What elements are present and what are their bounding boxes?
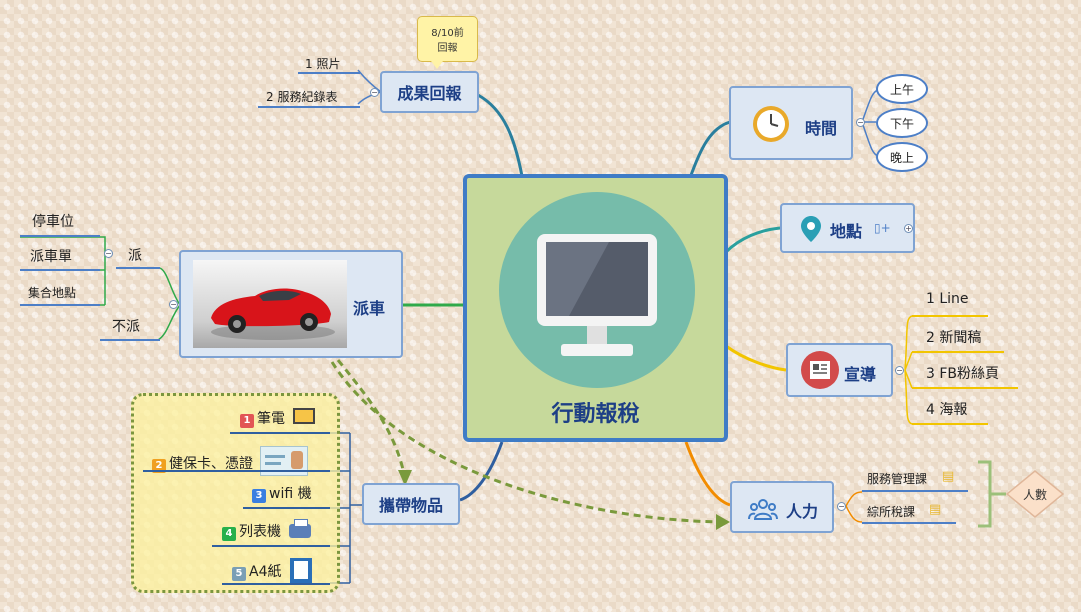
note-icon: ▤ [929, 502, 942, 517]
central-topic[interactable]: 行動報稅 [463, 174, 728, 442]
results-collapse-toggle[interactable]: − [370, 88, 379, 97]
carry-item-4-label: 列表機 [239, 524, 281, 540]
central-icon-circle [499, 192, 695, 388]
topic-results-label: 成果回報 [397, 84, 462, 103]
manpower-collapse-toggle[interactable]: − [837, 502, 846, 511]
clock-icon [753, 106, 789, 142]
dispatch-yes-item-1[interactable]: 停車位 [32, 214, 74, 230]
central-title: 行動報稅 [551, 402, 640, 427]
carry-item-2-label: 健保卡、憑證 [169, 456, 253, 472]
paper-icon [289, 558, 312, 584]
publicity-item-4[interactable]: 4 海報 [926, 402, 968, 418]
carry-item-5-label: A4紙 [249, 564, 282, 580]
carry-item-3-label: wifi 機 [269, 486, 312, 502]
manpower-unit-1[interactable]: 服務管理課 [867, 472, 928, 486]
dispatch-yes-collapse-toggle[interactable]: − [104, 249, 113, 258]
dispatch-yes-item-3[interactable]: 集合地點 [28, 286, 77, 300]
topic-time[interactable]: 時間 [729, 86, 853, 160]
topic-manpower-label: 人力 [786, 502, 819, 521]
dispatch-branch-no[interactable]: 不派 [112, 319, 140, 335]
deadline-callout[interactable]: 8/10前 回報 [417, 16, 478, 62]
laptop-icon [293, 408, 316, 424]
publicity-item-1[interactable]: 1 Line [926, 291, 969, 307]
callout-line2: 回報 [437, 43, 458, 54]
location-expand-toggle[interactable]: + [904, 224, 913, 233]
people-icon [748, 499, 778, 520]
headcount-summary-label: 人數 [1022, 488, 1047, 502]
red-car-image [193, 260, 347, 348]
diamond-shape [1005, 470, 1065, 518]
topic-location[interactable]: 地點 ▯+ [780, 203, 915, 253]
headcount-summary[interactable]: 人數 [1005, 470, 1065, 518]
time-collapse-toggle[interactable]: − [856, 118, 865, 127]
carry-item-1-label: 筆電 [257, 411, 285, 427]
dispatch-branch-yes[interactable]: 派 [128, 248, 142, 264]
note-icon[interactable]: ▯+ [874, 221, 891, 235]
topic-manpower[interactable]: 人力 [730, 481, 834, 533]
callout-pointer [431, 61, 443, 69]
newspaper-icon [801, 351, 839, 389]
topic-location-label: 地點 [830, 222, 863, 241]
printer-icon [289, 519, 312, 538]
publicity-item-3[interactable]: 3 FB粉絲頁 [926, 366, 1000, 382]
topic-publicity[interactable]: 宣導 [786, 343, 893, 397]
note-icon: ▤ [942, 469, 955, 484]
priority-3-badge: 3 [252, 489, 266, 503]
time-option-morning[interactable]: 上午 [876, 74, 928, 104]
monitor-icon [537, 234, 657, 356]
priority-5-badge: 5 [232, 567, 246, 581]
publicity-collapse-toggle[interactable]: − [895, 366, 904, 375]
topic-carry[interactable]: 攜帶物品 [362, 483, 460, 525]
priority-1-badge: 1 [240, 414, 254, 428]
publicity-item-2[interactable]: 2 新聞稿 [926, 330, 982, 346]
topic-results[interactable]: 成果回報 [380, 71, 479, 113]
dispatch-collapse-toggle[interactable]: − [169, 300, 178, 309]
topic-time-label: 時間 [805, 119, 838, 138]
results-item-1[interactable]: 1 照片 [305, 57, 341, 71]
time-option-afternoon[interactable]: 下午 [876, 108, 928, 138]
manpower-unit-2[interactable]: 綜所稅課 [867, 505, 916, 519]
results-item-2[interactable]: 2 服務紀錄表 [266, 90, 338, 104]
priority-2-badge: 2 [152, 459, 166, 473]
map-pin-icon [801, 216, 821, 242]
callout-line1: 8/10前 [431, 28, 464, 39]
topic-dispatch[interactable]: 派車 [179, 250, 403, 358]
dispatch-yes-item-2[interactable]: 派車單 [30, 249, 72, 265]
topic-carry-label: 攜帶物品 [378, 496, 443, 515]
topic-publicity-label: 宣導 [844, 365, 877, 384]
priority-4-badge: 4 [222, 527, 236, 541]
topic-dispatch-label: 派車 [353, 299, 386, 318]
time-option-evening[interactable]: 晚上 [876, 142, 928, 172]
